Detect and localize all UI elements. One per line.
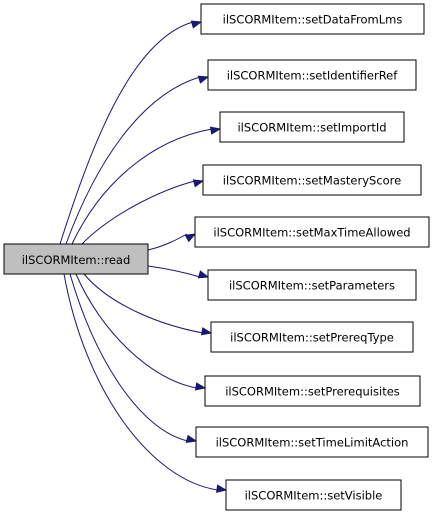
edge-line bbox=[71, 128, 213, 245]
node-setTimeLimitAction[interactable]: ilSCORMItem::setTimeLimitAction bbox=[195, 426, 429, 458]
arrowhead-icon bbox=[197, 75, 210, 84]
edge-read-to-setImportId bbox=[71, 126, 222, 245]
node-setIdentifierRef-label: ilSCORMItem::setIdentifierRef bbox=[227, 69, 399, 83]
node-setDataFromLms-label: ilSCORMItem::setDataFromLms bbox=[223, 13, 403, 27]
arrowhead-icon bbox=[200, 327, 213, 336]
edge-read-to-setMasteryScore bbox=[81, 179, 205, 245]
edge-read-to-setVisible bbox=[63, 273, 228, 493]
arrowhead-icon bbox=[194, 382, 207, 391]
node-setTimeLimitAction-label: ilSCORMItem::setTimeLimitAction bbox=[216, 436, 409, 450]
arrowhead-icon bbox=[216, 484, 228, 493]
node-setMasteryScore-label: ilSCORMItem::setMasteryScore bbox=[223, 174, 401, 188]
edge-line bbox=[69, 273, 189, 442]
edge-read-to-setIdentifierRef bbox=[65, 75, 210, 245]
node-read[interactable]: ilSCORMItem::read bbox=[3, 243, 149, 275]
edge-read-to-setTimeLimitAction bbox=[69, 273, 198, 444]
node-setParameters-label: ilSCORMItem::setParameters bbox=[229, 279, 395, 293]
node-setVisible[interactable]: ilSCORMItem::setVisible bbox=[225, 479, 402, 511]
node-setMaxTimeAllowed-label: ilSCORMItem::setMaxTimeAllowed bbox=[213, 226, 410, 240]
arrowhead-icon bbox=[185, 434, 198, 444]
arrowhead-icon bbox=[197, 270, 210, 279]
arrowhead-icon bbox=[190, 20, 203, 29]
arrowhead-icon bbox=[192, 179, 205, 188]
node-setPrereqType[interactable]: ilSCORMItem::setPrereqType bbox=[210, 321, 414, 353]
arrowhead-icon bbox=[209, 126, 222, 135]
edge-read-to-setMaxTimeAllowed bbox=[147, 233, 197, 251]
edge-line bbox=[147, 233, 188, 251]
edge-read-to-setPrerequisites bbox=[75, 273, 207, 391]
node-setVisible-label: ilSCORMItem::setVisible bbox=[245, 489, 383, 503]
node-setIdentifierRef[interactable]: ilSCORMItem::setIdentifierRef bbox=[207, 59, 417, 91]
edge-line bbox=[63, 273, 219, 491]
edge-read-to-setPrereqType bbox=[83, 273, 213, 336]
edge-read-to-setParameters bbox=[147, 265, 210, 279]
node-setParameters[interactable]: ilSCORMItem::setParameters bbox=[207, 269, 417, 301]
arrowhead-icon bbox=[184, 233, 197, 243]
node-setMaxTimeAllowed[interactable]: ilSCORMItem::setMaxTimeAllowed bbox=[194, 216, 430, 248]
edge-line bbox=[147, 265, 201, 278]
edges-layer bbox=[59, 20, 228, 493]
edge-line bbox=[81, 180, 196, 245]
edge-line bbox=[83, 273, 204, 334]
node-setPrerequisites[interactable]: ilSCORMItem::setPrerequisites bbox=[204, 375, 421, 407]
node-setMasteryScore[interactable]: ilSCORMItem::setMasteryScore bbox=[202, 164, 422, 196]
edge-line bbox=[65, 76, 201, 245]
node-setPrereqType-label: ilSCORMItem::setPrereqType bbox=[230, 331, 394, 345]
edge-line bbox=[75, 273, 198, 389]
node-setImportId-label: ilSCORMItem::setImportId bbox=[237, 121, 386, 135]
node-read-label: ilSCORMItem::read bbox=[22, 253, 131, 267]
edge-read-to-setDataFromLms bbox=[59, 20, 203, 245]
node-setImportId[interactable]: ilSCORMItem::setImportId bbox=[219, 111, 405, 143]
edge-line bbox=[59, 21, 194, 245]
node-setDataFromLms[interactable]: ilSCORMItem::setDataFromLms bbox=[200, 3, 425, 35]
node-setPrerequisites-label: ilSCORMItem::setPrerequisites bbox=[225, 385, 400, 399]
